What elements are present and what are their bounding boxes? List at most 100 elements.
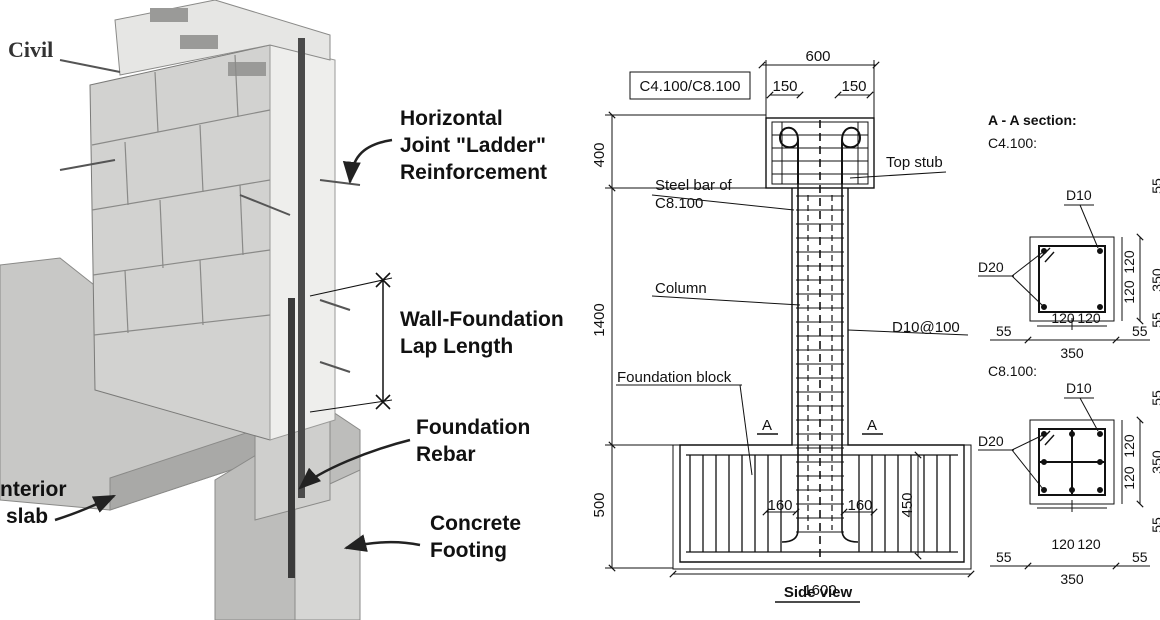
c4-width-right: 55 [1132,323,1148,339]
c4-name: C4.100: [988,135,1037,151]
dim-inner-left-label: 160 [767,497,792,514]
c8-inner2: 120 [1077,536,1101,552]
spec-box-text: C4.100/C8.100 [640,78,741,95]
c8-width-right: 55 [1132,549,1148,565]
c4-v-inner2: 120 [1121,250,1137,274]
side-view-drawing [605,60,975,603]
block-cell [180,35,218,49]
c4-inner2: 120 [1077,310,1101,326]
ladder-wires [59,59,361,373]
c4-bar [1097,304,1103,310]
mortar-joints [91,54,271,336]
footing-front [294,469,361,620]
c8-hook [1039,430,1055,446]
ladder-label-line3: Reinforcement [400,161,547,184]
lap-tick-top [375,272,391,288]
c4-inner1: 120 [1051,310,1075,326]
footing-arrow [343,534,421,552]
slab-label-line2: slab [6,505,48,528]
section-a-left: A [762,417,772,434]
slab-label-line1: nterior [0,478,67,501]
steel-bar-label-line1: Steel bar of [655,177,733,194]
c8-v-inner1: 120 [1121,466,1137,490]
column-stirrups [796,195,844,533]
ladder-label-line1: Horizontal [400,107,503,130]
section-a-right: A [867,417,877,434]
c8-bar-leader [1011,449,1044,490]
block-outer-line [672,444,972,570]
c8-bar [1069,431,1075,437]
lap-ext-top [309,277,393,297]
foundation-rebar [288,298,295,578]
dim-block-width-label: 1600 [803,582,836,599]
rebar-label-line1: Foundation [416,416,530,439]
hook-left [781,529,799,543]
block-cell [150,8,188,22]
lap-tick-bottom [375,394,391,410]
dim-inner-height-label: 450 [899,492,916,517]
vertical-rebar [298,38,305,498]
logo: Civil [8,37,53,62]
c4-v-inner1: 120 [1121,280,1137,304]
lap-label-line1: Wall-Foundation [400,308,564,331]
c4-bar [1097,248,1103,254]
stirrups-label: D10@100 [892,319,960,336]
dim-block-height-label: 500 [591,492,608,517]
dim-top-width-label: 600 [805,48,830,65]
c8-dim-top: 55 [1149,390,1160,406]
c4-bar-leader [1011,251,1044,277]
c8-bar [1097,459,1103,465]
c4-tie-leader [1079,204,1099,249]
c8-bar-label: D20 [978,433,1004,449]
c4-hook [1039,247,1055,263]
lap-ext-bottom [309,399,393,413]
slab-arrow [54,494,117,522]
steel-bar-label-line2: C8.100 [655,195,703,212]
c8-tie-leader [1079,397,1099,432]
c4-dim-bot: 55 [1149,312,1160,328]
leader-column [651,295,801,306]
c8-dim-mid: 350 [1149,450,1160,474]
c8-v-inner2: 120 [1121,434,1137,458]
c8-bar [1041,459,1047,465]
c4-tie [1038,245,1106,313]
c4-dim-top: 55 [1149,178,1160,194]
c4-dim-mid: 350 [1149,268,1160,292]
c4-tie-label: D10 [1066,187,1092,203]
rebar-arrow [298,438,411,490]
footing-label-line1: Concrete [430,512,521,535]
block-reinforcement [689,455,951,552]
leader-top-stub [849,171,947,179]
ladder-label-line2: Joint "Ladder" [400,134,546,157]
block-cell [228,62,266,76]
c4-width-left: 55 [996,323,1012,339]
dim-right-offset-label: 150 [841,78,866,95]
top-stub-label: Top stub [886,154,943,171]
spec-box [629,71,751,100]
c8-bar [1097,431,1103,437]
dim-column-height-label: 1400 [591,303,608,336]
c8-bar [1097,487,1103,493]
foundation-block-label: Foundation block [617,369,732,386]
leader-stirrups [847,329,969,336]
dim-stub-height-label: 400 [591,142,608,167]
c8-width: 350 [1060,571,1084,587]
c8-width-left: 55 [996,549,1012,565]
c8-bar [1069,487,1075,493]
c8-inner1: 120 [1051,536,1075,552]
c8-dim-bot: 55 [1149,517,1160,533]
section-details [978,204,1150,570]
column-label: Column [655,280,707,297]
c4-bar-leader [1011,275,1044,307]
c4-bar-label: D20 [978,259,1004,275]
c8-tie-label: D10 [1066,380,1092,396]
leader-foundation [739,384,753,476]
dim-inner-right-label: 160 [847,497,872,514]
rebar-label-line2: Rebar [416,443,476,466]
c8-name: C8.100: [988,363,1037,379]
dim-left-offset-label: 150 [772,78,797,95]
c4-width: 350 [1060,345,1084,361]
ladder-arrow [342,138,393,185]
lap-label-line2: Lap Length [400,335,513,358]
